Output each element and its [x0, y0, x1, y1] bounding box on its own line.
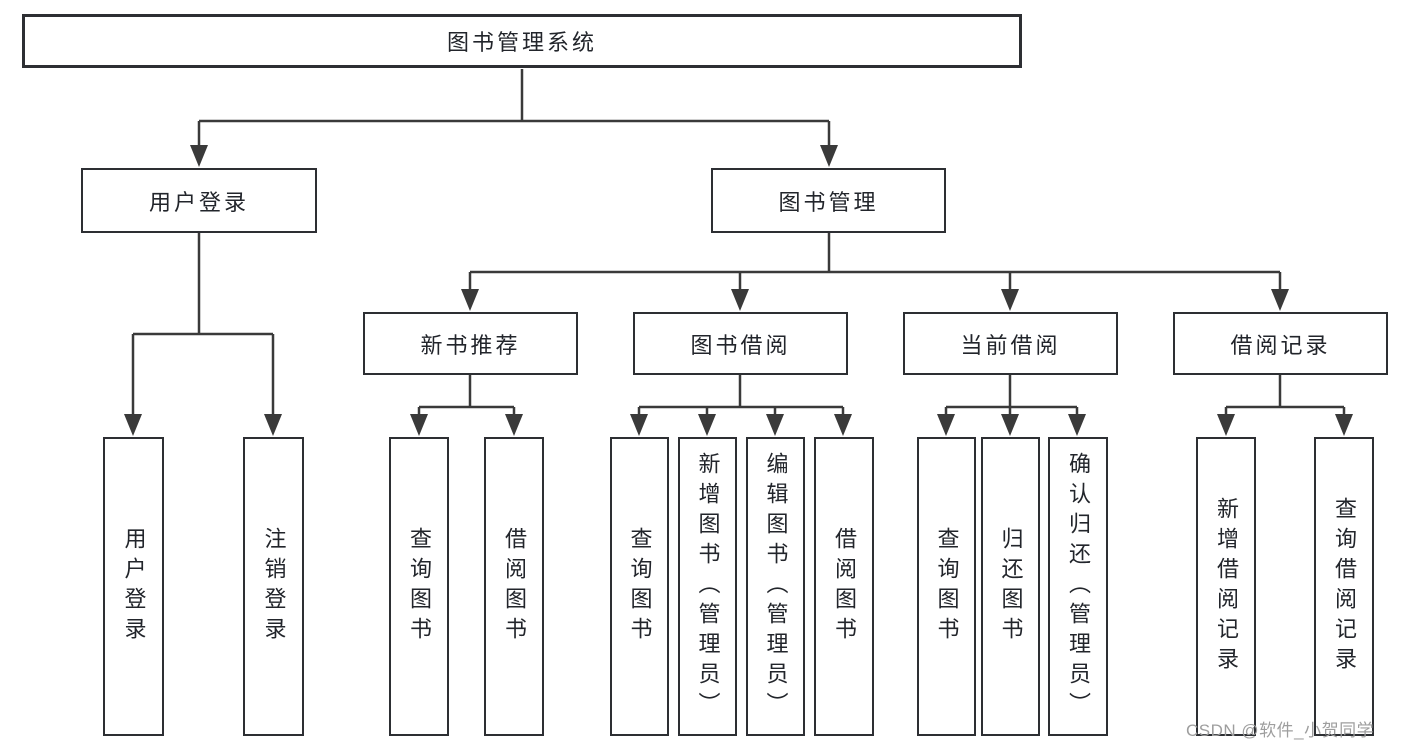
leaf-recommend-query-books: 查询图书	[389, 437, 449, 736]
leaf-borrowing-edit-books-admin-label: 编辑图书（管理员）	[763, 451, 789, 722]
leaf-current-return-books-label: 归还图书	[998, 526, 1024, 647]
node-library-management-system: 图书管理系统	[22, 14, 1022, 68]
down-arrowhead-icons-level2	[461, 289, 1289, 311]
down-arrowhead-icons-login-leaves	[124, 414, 282, 436]
node-new-book-recommendation-label: 新书推荐	[420, 332, 521, 358]
connector-user-login-to-leaves	[131, 233, 275, 418]
node-new-book-recommendation: 新书推荐	[363, 312, 578, 375]
connector-book-borrowing-to-leaves	[637, 375, 845, 418]
connector-new-book-recommendation-to-leaves	[417, 375, 516, 418]
leaf-records-add-borrow-record: 新增借阅记录	[1196, 437, 1256, 736]
leaf-records-query-borrow-record-label: 查询借阅记录	[1332, 496, 1357, 677]
connector-borrowing-records-to-leaves	[1224, 375, 1346, 418]
leaf-logout: 注销登录	[243, 437, 304, 736]
leaf-recommend-borrow-books-label: 借阅图书	[502, 526, 527, 647]
down-arrowhead-icons-recommend-leaves	[410, 414, 523, 436]
csdn-watermark: CSDN @软件_小贺同学	[1186, 721, 1375, 740]
leaf-current-query-books: 查询图书	[917, 437, 976, 736]
leaf-current-return-books: 归还图书	[981, 437, 1040, 736]
node-borrowing-records-label: 借阅记录	[1230, 332, 1331, 358]
leaf-recommend-query-books-label: 查询图书	[407, 526, 432, 647]
leaf-current-query-books-label: 查询图书	[934, 526, 960, 647]
leaf-borrowing-edit-books-admin: 编辑图书（管理员）	[746, 437, 805, 736]
down-arrowhead-icons-level1	[190, 145, 838, 167]
leaf-borrowing-query-books-label: 查询图书	[627, 526, 653, 647]
connector-book-management-to-level2	[468, 233, 1282, 292]
leaf-current-confirm-return-admin: 确认归还（管理员）	[1048, 437, 1108, 736]
node-book-borrowing: 图书借阅	[633, 312, 848, 375]
node-library-management-system-label: 图书管理系统	[446, 30, 597, 55]
node-book-management-label: 图书管理	[778, 189, 879, 215]
leaf-logout-label: 注销登录	[261, 526, 287, 647]
node-current-borrowing-label: 当前借阅	[960, 332, 1061, 358]
connector-root-to-level1	[197, 69, 831, 149]
leaf-borrowing-add-books-admin: 新增图书（管理员）	[678, 437, 737, 736]
connector-current-borrowing-to-leaves	[944, 375, 1079, 418]
down-arrowhead-icons-borrowing-leaves	[630, 414, 852, 436]
node-book-borrowing-label: 图书借阅	[690, 332, 791, 358]
leaf-borrowing-query-books: 查询图书	[610, 437, 669, 736]
node-book-management: 图书管理	[711, 168, 946, 233]
leaf-borrowing-borrow-books: 借阅图书	[814, 437, 874, 736]
down-arrowhead-icons-records-leaves	[1217, 414, 1353, 436]
leaf-user-login: 用户登录	[103, 437, 164, 736]
leaf-records-add-borrow-record-label: 新增借阅记录	[1214, 496, 1239, 677]
node-current-borrowing: 当前借阅	[903, 312, 1118, 375]
leaf-current-confirm-return-admin-label: 确认归还（管理员）	[1066, 451, 1091, 722]
node-user-login-label: 用户登录	[148, 189, 249, 215]
leaf-recommend-borrow-books: 借阅图书	[484, 437, 544, 736]
leaf-user-login-label: 用户登录	[121, 526, 147, 647]
leaf-borrowing-add-books-admin-label: 新增图书（管理员）	[695, 451, 721, 722]
node-user-login: 用户登录	[81, 168, 317, 233]
node-borrowing-records: 借阅记录	[1173, 312, 1388, 375]
leaf-borrowing-borrow-books-label: 借阅图书	[832, 526, 857, 647]
leaf-records-query-borrow-record: 查询借阅记录	[1314, 437, 1374, 736]
down-arrowhead-icons-current-leaves	[937, 414, 1086, 436]
